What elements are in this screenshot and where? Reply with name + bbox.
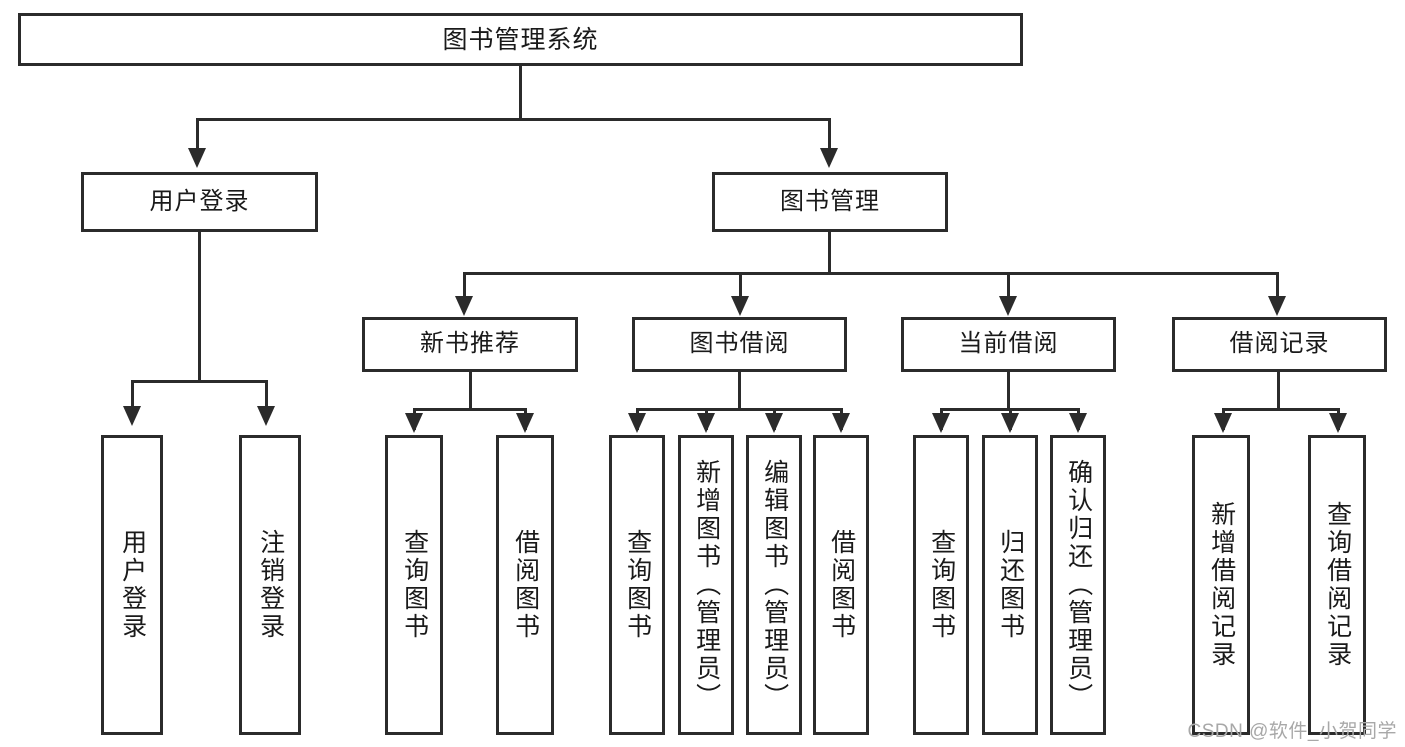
leaf-edit-book[interactable]: 编辑图书（管理员） [746, 435, 802, 735]
node-root-system[interactable]: 图书管理系统 [18, 13, 1023, 66]
node-new-book-recommend[interactable]: 新书推荐 [362, 317, 578, 372]
arrowhead-leaf-return-book [1001, 413, 1019, 433]
edge-new-book-rec-bus [413, 408, 527, 411]
edge-drop-borrow-record [1276, 272, 1279, 298]
node-user-login[interactable]: 用户登录 [81, 172, 318, 232]
leaf-confirm-return[interactable]: 确认归还（管理员） [1050, 435, 1106, 735]
leaf-return-book[interactable]: 归还图书 [982, 435, 1038, 735]
edge-user-login-stem [198, 232, 201, 380]
arrowhead-leaf-borrow-book-2 [832, 413, 850, 433]
watermark-text: CSDN @软件_小贺同学 [1187, 721, 1397, 742]
edge-book-manage-stem [828, 232, 831, 274]
leaf-borrow-book-2-label: 借阅图书 [827, 529, 856, 641]
arrowhead-leaf-query-book-3 [932, 413, 950, 433]
node-current-borrow[interactable]: 当前借阅 [901, 317, 1116, 372]
edge-borrow-record-stem [1277, 372, 1280, 408]
edge-level3-bus [463, 272, 1279, 275]
leaf-user-login[interactable]: 用户登录 [101, 435, 163, 735]
node-book-manage[interactable]: 图书管理 [712, 172, 948, 232]
leaf-add-borrow-record-label: 新增借阅记录 [1207, 501, 1236, 669]
node-borrow-record[interactable]: 借阅记录 [1172, 317, 1387, 372]
arrowhead-new-book-rec [455, 296, 473, 316]
arrowhead-book-manage [820, 148, 838, 168]
leaf-edit-book-label: 编辑图书（管理员） [760, 459, 789, 711]
arrowhead-leaf-logout [257, 406, 275, 426]
leaf-query-borrow-record[interactable]: 查询借阅记录 [1308, 435, 1366, 735]
leaf-query-borrow-record-label: 查询借阅记录 [1323, 501, 1352, 669]
leaf-confirm-return-label: 确认归还（管理员） [1064, 459, 1093, 711]
leaf-borrow-book-1[interactable]: 借阅图书 [496, 435, 554, 735]
edge-book-borrow-stem [738, 372, 741, 408]
edge-level2-bus [196, 118, 829, 121]
arrowhead-book-borrow [731, 296, 749, 316]
leaf-query-book-1[interactable]: 查询图书 [385, 435, 443, 735]
arrowhead-current-borrow [999, 296, 1017, 316]
arrowhead-leaf-query-book-1 [405, 413, 423, 433]
leaf-add-borrow-record[interactable]: 新增借阅记录 [1192, 435, 1250, 735]
edge-book-borrow-bus [636, 408, 842, 411]
arrowhead-leaf-edit-book [765, 413, 783, 433]
arrowhead-leaf-confirm-return [1069, 413, 1087, 433]
leaf-borrow-book-1-label: 借阅图书 [511, 529, 540, 641]
arrowhead-leaf-add-book [697, 413, 715, 433]
edge-drop-current-borrow [1007, 272, 1010, 298]
edge-borrow-record-bus [1222, 408, 1340, 411]
edge-level2-drop-left [196, 118, 199, 150]
leaf-add-book[interactable]: 新增图书（管理员） [678, 435, 734, 735]
leaf-return-book-label: 归还图书 [996, 529, 1025, 641]
edge-root-stem [519, 66, 522, 118]
leaf-user-login-label: 用户登录 [118, 529, 147, 641]
edge-user-login-bus [131, 380, 267, 383]
arrowhead-leaf-query-book-2 [628, 413, 646, 433]
edge-level2-drop-right [828, 118, 831, 150]
node-book-borrow[interactable]: 图书借阅 [632, 317, 847, 372]
leaf-query-book-1-label: 查询图书 [400, 529, 429, 641]
edge-drop-leaf-user-login [131, 380, 134, 408]
leaf-borrow-book-2[interactable]: 借阅图书 [813, 435, 869, 735]
arrowhead-user-login [188, 148, 206, 168]
leaf-query-book-2-label: 查询图书 [623, 529, 652, 641]
leaf-query-book-2[interactable]: 查询图书 [609, 435, 665, 735]
arrowhead-leaf-add-record [1214, 413, 1232, 433]
arrowhead-leaf-user-login [123, 406, 141, 426]
leaf-add-book-label: 新增图书（管理员） [692, 459, 721, 711]
edge-current-borrow-stem [1007, 372, 1010, 408]
edge-drop-book-borrow [739, 272, 742, 298]
leaf-query-book-3[interactable]: 查询图书 [913, 435, 969, 735]
leaf-query-book-3-label: 查询图书 [927, 529, 956, 641]
edge-drop-leaf-logout [265, 380, 268, 408]
edge-drop-new-book-rec [463, 272, 466, 298]
arrowhead-leaf-borrow-book-1 [516, 413, 534, 433]
arrowhead-leaf-query-record [1329, 413, 1347, 433]
leaf-logout[interactable]: 注销登录 [239, 435, 301, 735]
arrowhead-borrow-record [1268, 296, 1286, 316]
leaf-logout-label: 注销登录 [256, 529, 285, 641]
edge-new-book-rec-stem [469, 372, 472, 408]
